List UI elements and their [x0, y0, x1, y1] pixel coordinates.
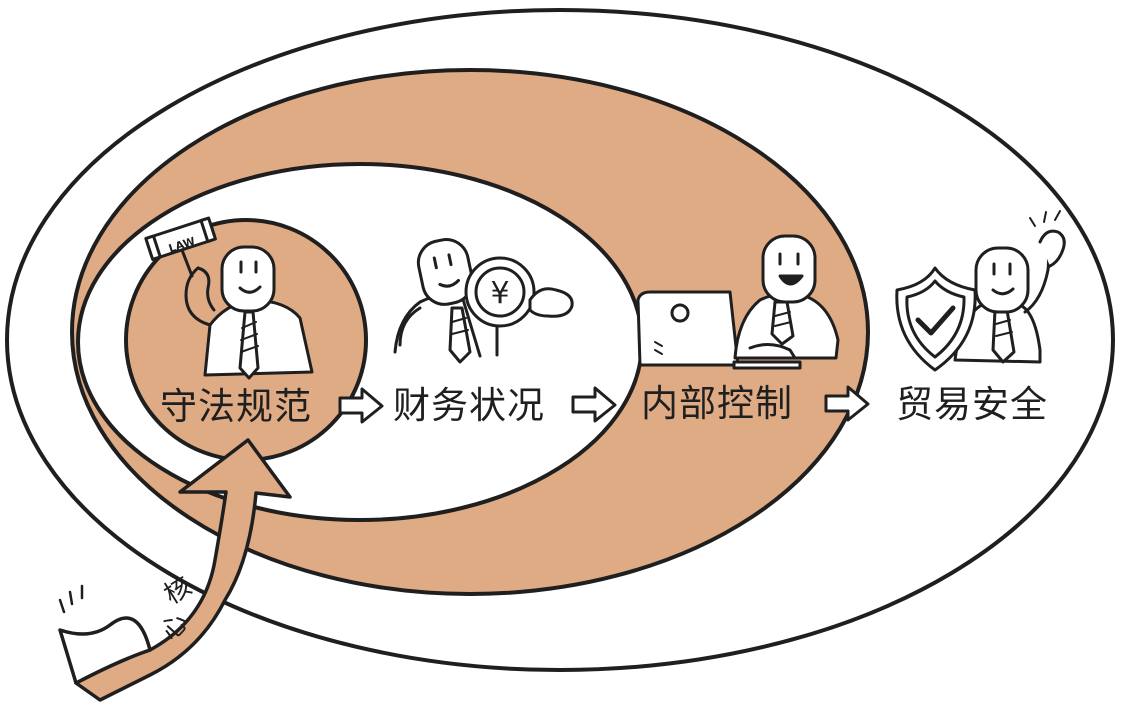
step-label-1: 守法规范 — [160, 388, 312, 425]
step-label-2: 财务状况 — [393, 387, 545, 424]
coin-symbol: ¥ — [490, 276, 509, 311]
step-label-3: 内部控制 — [641, 385, 793, 422]
step-label-4: 贸易安全 — [896, 386, 1048, 423]
